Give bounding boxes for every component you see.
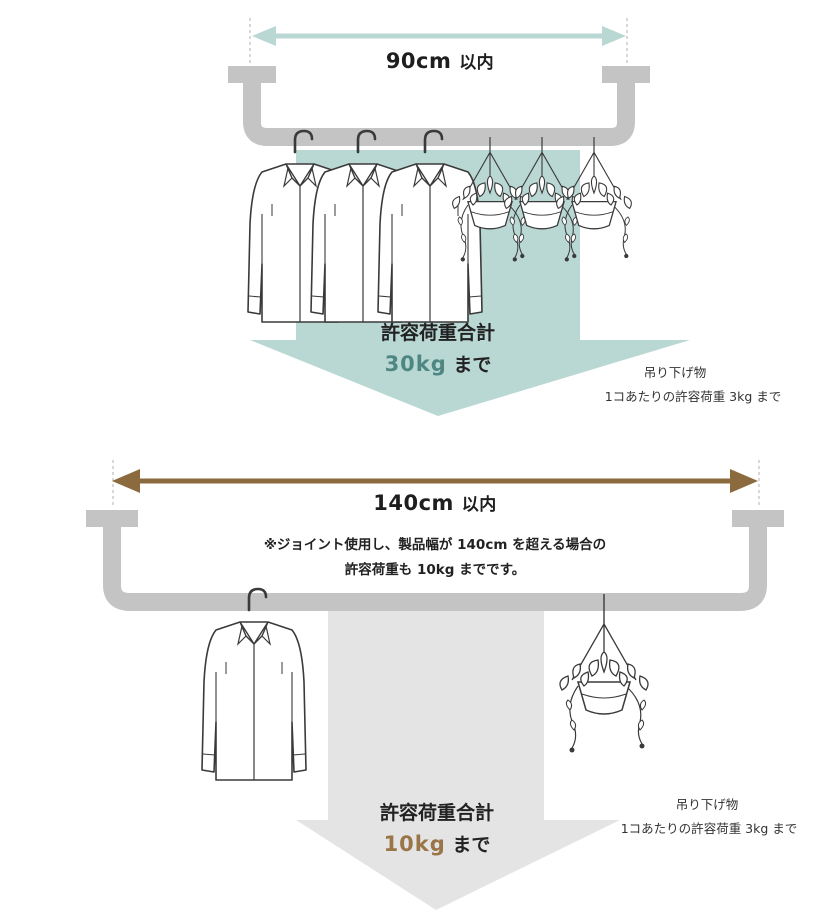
load-value-bottom: 10kg まで [330, 830, 544, 857]
load-suffix: まで [453, 354, 492, 376]
rail-bottom [86, 510, 784, 611]
load-arrow-bottom [296, 606, 620, 910]
width-value: 90cm [385, 49, 452, 73]
width-label-bottom: 140cm 以内 [120, 490, 750, 515]
width-label-top: 90cm 以内 [250, 48, 630, 73]
width-value: 140cm [373, 491, 454, 515]
side-label-title-top: 吊り下げ物 [643, 365, 707, 380]
width-suffix: 以内 [459, 53, 495, 73]
width-suffix: 以内 [461, 495, 497, 515]
joint-note-line2: 許容荷重も 10kg までです。 [344, 562, 526, 578]
load-value: 30kg [384, 352, 447, 376]
rail-top [228, 66, 650, 146]
load-value-top: 30kg まで [296, 350, 580, 377]
width-arrow-bottom [112, 460, 760, 508]
side-label-text-bottom: 1コあたりの許容荷重 3kg まで [620, 821, 798, 836]
load-caption-top: 許容荷重合計 [380, 322, 495, 344]
load-suffix: まで [452, 834, 491, 856]
joint-note-line1: ※ジョイント使用し、製品幅が 140cm を超える場合の [263, 537, 607, 553]
side-label-text-top: 1コあたりの許容荷重 3kg まで [604, 389, 782, 404]
plant-illustration-4 [559, 594, 649, 754]
load-caption-bottom: 許容荷重合計 [379, 802, 494, 824]
shirt-illustration-4 [200, 587, 308, 782]
width-arrow-top [249, 18, 628, 64]
load-value: 10kg [383, 832, 446, 856]
side-label-title-bottom: 吊り下げ物 [675, 797, 739, 812]
